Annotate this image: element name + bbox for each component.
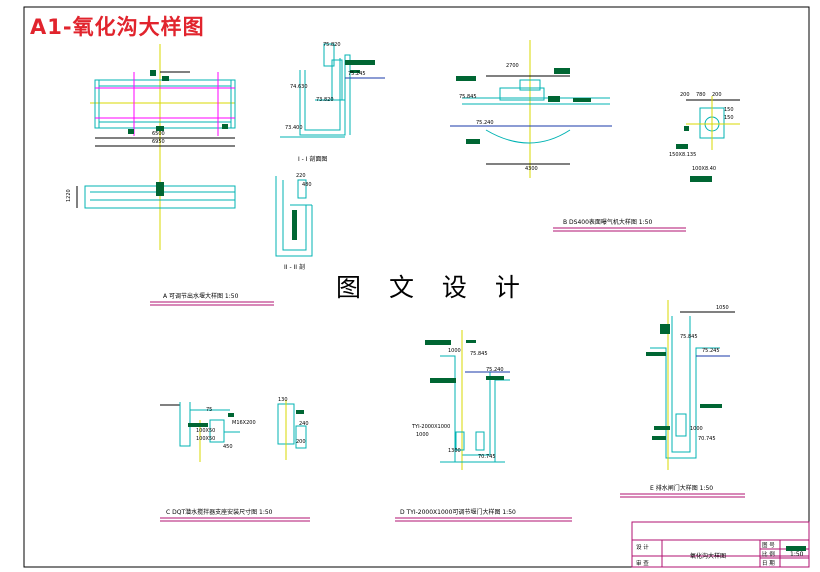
watermark-text: 图 文 设 计 <box>336 273 530 302</box>
title-block-scale: 1:50 <box>790 551 804 558</box>
view-c-dim-1: 75 <box>206 407 212 413</box>
view-c-dim-5: 240 <box>299 421 309 427</box>
view-d-weir-gate <box>425 330 510 470</box>
view-c-dim-3: 200 <box>296 439 306 445</box>
view-e-caption: E 排水闸门大样图 1:50 <box>650 484 713 492</box>
detail-b2-dim-2: 780 <box>696 92 706 98</box>
detail-b2-dim-3: 200 <box>712 92 722 98</box>
detail-b2-note-1: 150X8.135 <box>669 152 696 158</box>
sheet-border <box>23 6 810 568</box>
view-e-dim-2: 1000 <box>690 426 703 432</box>
view-a-dim-3: 1220 <box>66 189 72 202</box>
view-b-level-1: 75.845 <box>459 94 477 100</box>
view-d-level-2: 75.240 <box>486 367 504 373</box>
view-d-note-1: TYI-2000X1000 <box>411 424 450 430</box>
view-e-level-3: 70.745 <box>698 436 716 442</box>
view-c-support <box>160 400 307 462</box>
section-1-level-5: 73.400 <box>285 125 303 131</box>
view-d-level-3: 70.745 <box>478 454 496 460</box>
title-block-label-1: 设 计 <box>636 543 649 551</box>
view-b-dim-1: 2700 <box>506 63 519 69</box>
title-block-label-3: 图 号 <box>762 541 775 549</box>
view-b-aerator <box>450 40 612 178</box>
view-c-caption: C DQT潜水搅拌器支座安装尺寸图 1:50 <box>166 508 273 516</box>
view-d-caption: D TYI-2000X1000可调节堰门大样图 1:50 <box>400 508 516 516</box>
title-block-label-5: 日 期 <box>762 560 775 567</box>
view-a-dim-2: 6950 <box>152 139 165 145</box>
detail-b2 <box>676 96 740 182</box>
section-1-level-3: 74.630 <box>290 84 308 90</box>
section-1-level-4: 73.820 <box>316 97 334 103</box>
view-d-note-2: 1000 <box>416 432 429 438</box>
detail-b2-dim-1: 200 <box>680 92 690 98</box>
section-2-dim-2: 480 <box>302 182 312 188</box>
view-d-level-1: 75.845 <box>470 351 488 357</box>
view-e-drain-gate <box>646 300 735 470</box>
title-block-drawing-name: 氧化沟大样图 <box>690 552 726 560</box>
view-a-caption: A 可调节出水堰大样图 1:50 <box>163 292 239 300</box>
view-c-note-3: M16X200 <box>232 420 256 426</box>
view-b-dim-2: 4300 <box>525 166 538 172</box>
view-d-dim-1: 1000 <box>448 348 461 354</box>
view-c-note-1: 100X50 <box>196 428 215 434</box>
detail-b2-dim-5: 150 <box>724 115 734 121</box>
title-block-label-2: 审 查 <box>636 559 649 567</box>
detail-b2-note-2: 100X8.40 <box>692 166 716 172</box>
section-1 <box>280 43 385 138</box>
detail-b2-dim-4: 150 <box>724 107 734 113</box>
view-b-caption: B DS400表面曝气机大样图 1:50 <box>563 218 652 226</box>
section-2-dim-1: 220 <box>296 173 306 179</box>
section-1-level-1: 75.820 <box>323 42 341 48</box>
section-2 <box>275 176 313 257</box>
section-1-level-2: 75.245 <box>348 71 366 77</box>
view-d-dim-2: 1300 <box>448 448 461 454</box>
view-a-plan <box>76 44 236 250</box>
view-e-dim-1: 1050 <box>716 305 729 311</box>
view-a-dim-1: 6500 <box>152 131 165 137</box>
view-c-dim-2: 450 <box>223 444 233 450</box>
page-title: A1-氧化沟大样图 <box>30 15 205 39</box>
view-e-level-2: 75.245 <box>702 348 720 354</box>
title-block-label-4: 比 例 <box>762 550 775 558</box>
section-1-caption: I - I 剖面图 <box>298 155 327 163</box>
section-2-caption: II - II 剖 <box>284 263 305 271</box>
view-b-level-2: 75.240 <box>476 120 494 126</box>
title-block <box>631 521 810 568</box>
view-e-level-1: 75.845 <box>680 334 698 340</box>
view-c-dim-4: 130 <box>278 397 288 403</box>
view-c-note-2: 100X50 <box>196 436 215 442</box>
